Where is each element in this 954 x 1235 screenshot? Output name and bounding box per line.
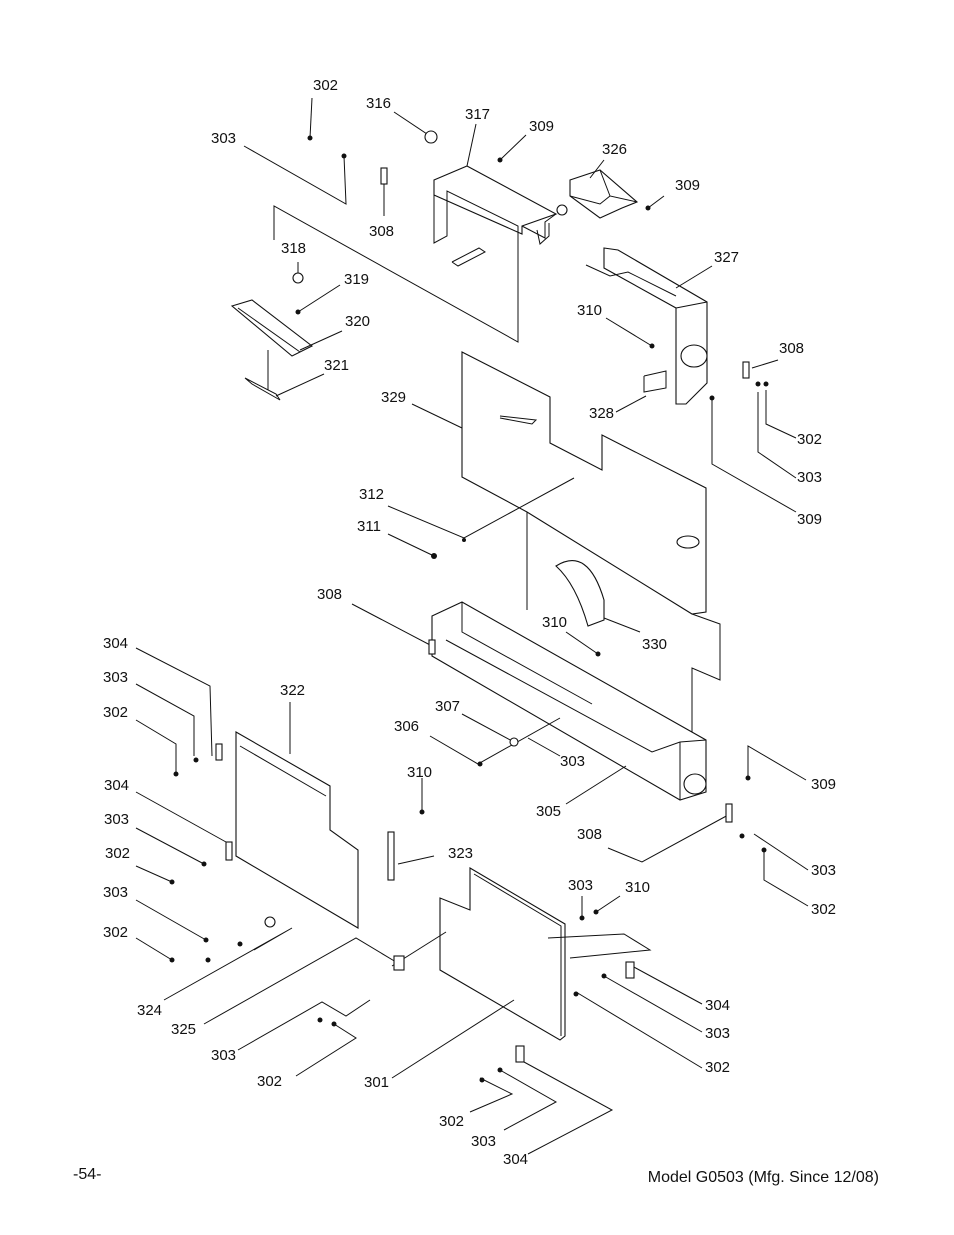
part-317-rear-frame: [273, 165, 558, 343]
callout-305: 305: [536, 803, 561, 820]
part-326-hood: [569, 169, 639, 219]
callout-306: 306: [394, 718, 419, 735]
callout-330: 330: [642, 636, 667, 653]
callout-316: 316: [366, 95, 391, 112]
fasteners: [169, 130, 769, 1083]
callout-303-h: 303: [103, 884, 128, 901]
callout-303-c: 303: [103, 669, 128, 686]
callout-327: 327: [714, 249, 739, 266]
callout-328: 328: [589, 405, 614, 422]
callout-320: 320: [345, 313, 370, 330]
callout-303-j: 303: [211, 1047, 236, 1064]
callout-317: 317: [465, 106, 490, 123]
part-322-side-panel: [235, 731, 359, 929]
part-305-lower-box: [431, 601, 707, 801]
callout-301: 301: [364, 1074, 389, 1091]
callout-311: 311: [357, 518, 381, 535]
callout-310-d: 310: [625, 879, 650, 896]
callout-303-g: 303: [568, 877, 593, 894]
callout-309-b: 309: [675, 177, 700, 194]
callout-309-d: 309: [811, 776, 836, 793]
callout-325: 325: [171, 1021, 196, 1038]
callout-303-i: 303: [705, 1025, 730, 1042]
callout-309-c: 309: [797, 511, 822, 528]
callout-302-d: 302: [105, 845, 130, 862]
callout-312: 312: [359, 486, 384, 503]
callout-308-c: 308: [317, 586, 342, 603]
callout-303-a: 303: [211, 130, 236, 147]
callout-303-e: 303: [104, 811, 129, 828]
part-320-321-brackets: [230, 299, 314, 401]
callout-302-c: 302: [103, 704, 128, 721]
callout-302-b: 302: [797, 431, 822, 448]
callout-302-h: 302: [257, 1073, 282, 1090]
callout-323: 323: [448, 845, 473, 862]
callout-310-c: 310: [407, 764, 432, 781]
callout-303-f: 303: [811, 862, 836, 879]
callout-324: 324: [137, 1002, 162, 1019]
callout-309-a: 309: [529, 118, 554, 135]
callout-321: 321: [324, 357, 349, 374]
callout-303-d: 303: [560, 753, 585, 770]
callout-302-i: 302: [439, 1113, 464, 1130]
callout-labels: 302 316 317 309 303 326 309 308 318 327 …: [103, 77, 836, 1168]
callout-308-a: 308: [369, 223, 394, 240]
callout-303-k: 303: [471, 1133, 496, 1150]
part-327-housing: [585, 247, 708, 405]
callout-326: 326: [602, 141, 627, 158]
callout-318: 318: [281, 240, 306, 257]
part-301-front-panel: [439, 867, 566, 1041]
leader-lines: [135, 97, 809, 1155]
callout-322: 322: [280, 682, 305, 699]
part-329-center-panel: [461, 351, 721, 735]
callout-310-b: 310: [542, 614, 567, 631]
callout-304-a: 304: [103, 635, 128, 652]
callout-319: 319: [344, 271, 369, 288]
part-330-chute: [555, 560, 605, 627]
callout-302-a: 302: [313, 77, 338, 94]
model-caption: Model G0503 (Mfg. Since 12/08): [647, 1169, 879, 1186]
callout-302-e: 302: [811, 901, 836, 918]
callout-304-b: 304: [104, 777, 129, 794]
callout-308-d: 308: [577, 826, 602, 843]
callout-303-b: 303: [797, 469, 822, 486]
callout-310-a: 310: [577, 302, 602, 319]
callout-307: 307: [435, 698, 460, 715]
callout-304-c: 304: [705, 997, 730, 1014]
callout-302-g: 302: [705, 1059, 730, 1076]
callout-302-f: 302: [103, 924, 128, 941]
callout-329: 329: [381, 389, 406, 406]
callout-308-b: 308: [779, 340, 804, 357]
callout-304-d: 304: [503, 1151, 528, 1168]
page-number: -54-: [73, 1166, 102, 1183]
